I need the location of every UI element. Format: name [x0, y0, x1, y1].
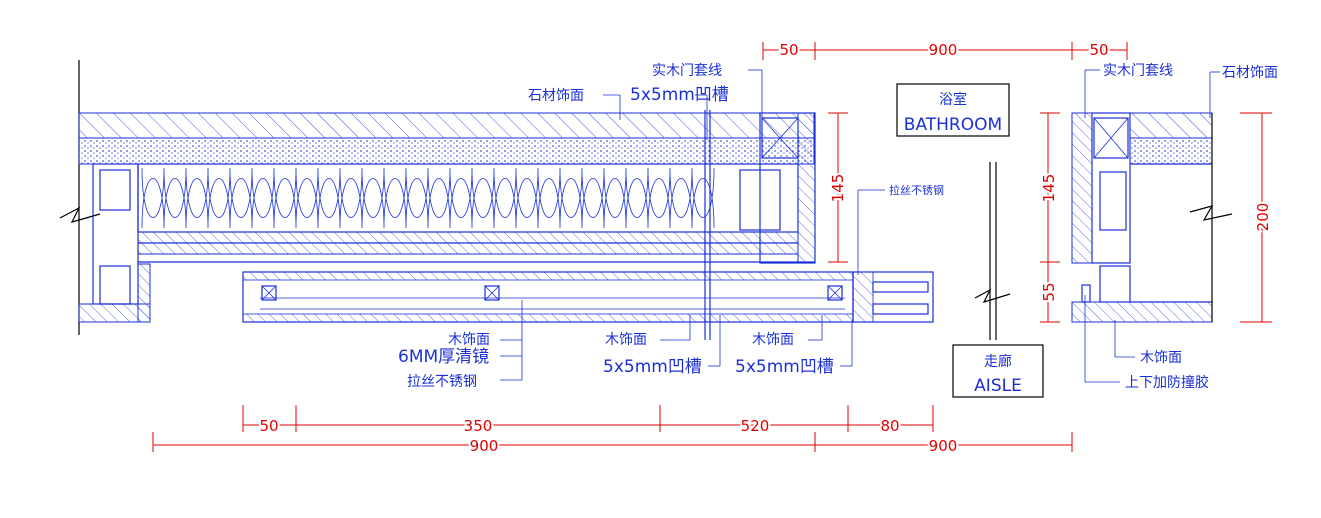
label-wood-face-3: 木饰面 — [752, 332, 794, 348]
dim-b-900a: 900 — [470, 437, 499, 455]
dim-v-145-right: 145 — [1040, 174, 1058, 203]
dim-top-50a: 50 — [779, 41, 798, 59]
right-wall-section — [1071, 112, 1233, 323]
centre-divider — [974, 162, 1011, 340]
label-brushed-steel-left: 拉丝不锈钢 — [407, 374, 477, 390]
dim-b-80: 80 — [880, 417, 899, 435]
label-door-trim-top: 实木门套线 — [652, 63, 722, 79]
material-labels: 石材饰面 实木门套线 5x5mm凹槽 拉丝不锈钢 木饰面 6MM厚清镜 拉丝不锈… — [398, 63, 1278, 391]
dim-v-145-left: 145 — [829, 174, 847, 203]
bathroom-en: BATHROOM — [904, 115, 1002, 135]
aisle-label-box: 走廊 AISLE — [952, 344, 1044, 398]
dim-top-50b: 50 — [1089, 41, 1108, 59]
label-door-trim-right: 实木门套线 — [1103, 63, 1173, 79]
label-mirror: 6MM厚清镜 — [398, 347, 489, 367]
bathroom-cn: 浴室 — [939, 91, 967, 108]
dim-b-350: 350 — [464, 417, 493, 435]
label-groove-2: 5x5mm凹槽 — [603, 357, 702, 377]
dimensions: 50 900 50 145 145 55 200 50 350 520 80 — [152, 39, 1274, 457]
dim-v-55: 55 — [1040, 282, 1058, 301]
label-stone-right: 石材饰面 — [1222, 65, 1278, 81]
dim-b-50: 50 — [259, 417, 278, 435]
aisle-en: AISLE — [974, 376, 1022, 396]
leader-lines — [500, 69, 1220, 383]
left-wall-section — [59, 60, 816, 340]
dim-v-200: 200 — [1254, 203, 1272, 232]
label-wood-face-1: 木饰面 — [448, 332, 490, 348]
label-stone-top-left: 石材饰面 — [528, 88, 584, 104]
aisle-cn: 走廊 — [984, 353, 1012, 370]
label-bumper: 上下加防撞胶 — [1125, 374, 1209, 391]
dim-b-900b: 900 — [929, 437, 958, 455]
label-groove-3: 5x5mm凹槽 — [735, 357, 834, 377]
dim-b-520: 520 — [741, 417, 770, 435]
label-wood-face-right: 木饰面 — [1140, 350, 1182, 366]
bathroom-label-box: 浴室 BATHROOM — [896, 83, 1010, 137]
dim-top-900: 900 — [929, 41, 958, 59]
sliding-door-panel — [242, 271, 934, 323]
label-brushed-steel-right: 拉丝不锈钢 — [889, 183, 944, 197]
label-wood-face-2: 木饰面 — [605, 332, 647, 348]
label-groove-top: 5x5mm凹槽 — [630, 85, 729, 105]
